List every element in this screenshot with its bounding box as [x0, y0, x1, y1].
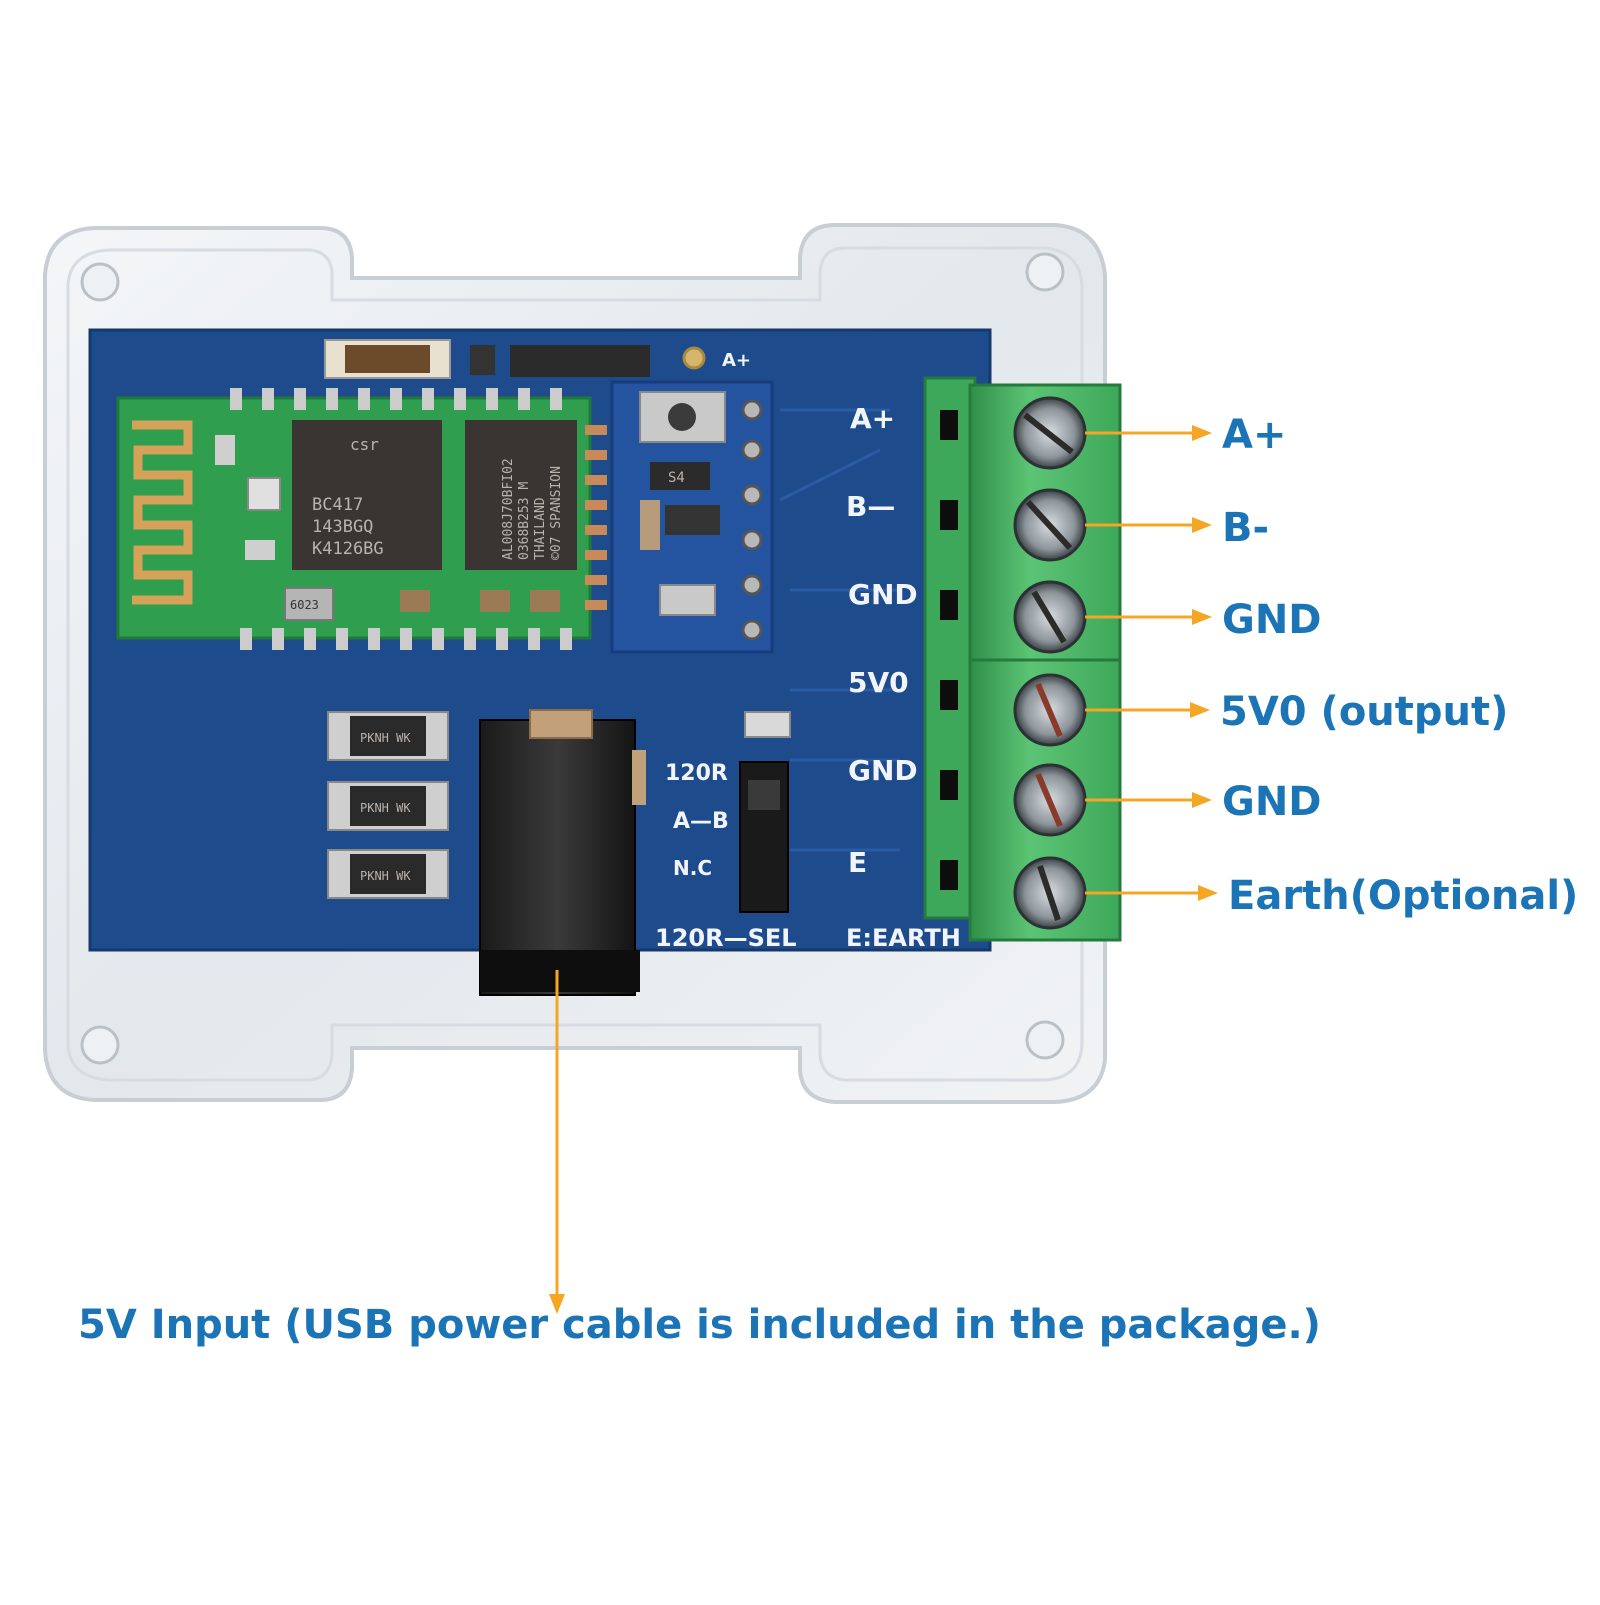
silk-120r: 120R	[665, 761, 728, 786]
tvs-1-mark: PKNH WK	[360, 731, 411, 745]
silk-5v0: 5V0	[848, 666, 909, 699]
bt-chip-line2: 143BGQ	[312, 517, 373, 537]
arrowhead-5v0	[1190, 702, 1210, 718]
terminal-block	[923, 376, 1122, 942]
silk-120r-sel: 120R—SEL	[655, 924, 797, 952]
tvs-2-mark: PKNH WK	[360, 801, 411, 815]
label-gnd-2: GND	[1222, 779, 1322, 825]
header-pins	[741, 399, 763, 641]
silkscreen-labels: A+ A+ B— GND 5V0 GND E E:EARTH 120R A—B …	[655, 350, 961, 952]
crystal: 6023	[284, 587, 334, 621]
label-earth-optional: Earth(Optional)	[1228, 873, 1579, 919]
silk-b-minus: B—	[846, 490, 895, 523]
top-smd-components	[324, 339, 650, 379]
bt-chip-brand: csr	[350, 435, 379, 454]
flash-chip-line4: ©07 SPANSION	[549, 466, 564, 560]
label-gnd-1: GND	[1222, 597, 1322, 643]
bt-chip: csr BC417 143BGQ K4126BG	[292, 420, 442, 570]
terminal-slots	[940, 410, 958, 890]
silk-top-a-plus: A+	[722, 350, 751, 371]
label-b-minus: B-	[1222, 505, 1270, 551]
silk-a-b: A—B	[673, 809, 729, 834]
silk-gnd-2: GND	[848, 754, 918, 787]
arrowhead-a-plus	[1192, 425, 1212, 441]
bt-chip-line1: BC417	[312, 495, 363, 515]
bt-chip-line3: K4126BG	[312, 539, 384, 559]
bluetooth-module: csr BC417 143BGQ K4126BG AL008J70BFI02 0…	[116, 388, 607, 650]
arrowhead-gnd-2	[1192, 792, 1212, 808]
arrowhead-earth	[1198, 885, 1218, 901]
tvs-diodes: PKNH WK PKNH WK PKNH WK	[327, 711, 449, 899]
module-pads-bottom	[240, 628, 572, 650]
flash-chip: AL008J70BFI02 0368B253 M THAILAND ©07 SP…	[465, 420, 577, 570]
callout-arrows	[549, 425, 1218, 1314]
arrowhead-gnd-1	[1192, 609, 1212, 625]
jumper-120r	[739, 711, 791, 913]
crystal-label: 6023	[290, 598, 319, 612]
module-pads-top	[230, 388, 562, 410]
arrowhead-b-minus	[1192, 517, 1212, 533]
arrowhead-5v-input	[549, 1294, 565, 1314]
label-a-plus: A+	[1222, 412, 1287, 458]
dc-power-jack	[479, 709, 646, 996]
silk-earth: E	[848, 846, 867, 879]
module-side-pads	[585, 425, 607, 610]
silk-nc: N.C	[673, 856, 712, 880]
adapter-board: S4	[610, 380, 774, 654]
silk-gnd-1: GND	[848, 578, 918, 611]
label-5v0-output: 5V0 (output)	[1220, 689, 1509, 735]
silk-earth-note: E:EARTH	[846, 924, 961, 952]
diode-label: S4	[668, 470, 685, 486]
silk-a-plus: A+	[850, 402, 895, 435]
flash-chip-line1: AL008J70BFI02	[501, 458, 516, 560]
tvs-3-mark: PKNH WK	[360, 869, 411, 883]
label-5v-input: 5V Input (USB power cable is included in…	[78, 1302, 1321, 1348]
flash-chip-line3: THAILAND	[533, 497, 548, 560]
flash-chip-line2: 0368B253 M	[517, 482, 532, 560]
